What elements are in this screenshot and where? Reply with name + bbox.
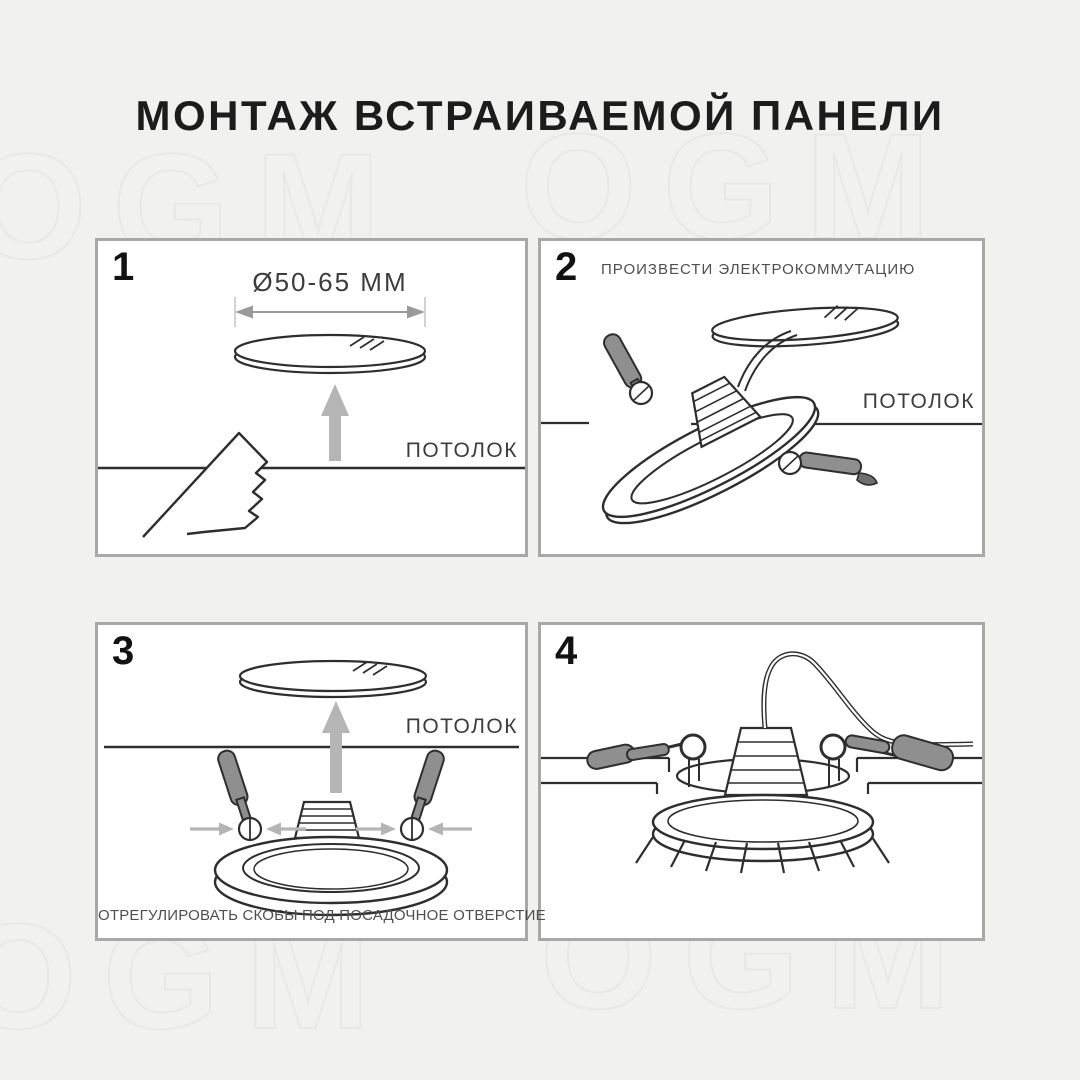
ceiling-hole-disc [711,305,900,348]
ceiling-label: ПОТОЛОК [863,390,975,413]
dimension-indicator: Ø50-65 ММ [234,267,426,327]
up-arrow-icon [322,701,350,793]
spring-clip-left [217,749,263,842]
panel-disc [238,659,428,699]
step-caption: ОТРЕГУЛИРОВАТЬ СКОБЫ ПОД ПОСАДОЧНОЕ ОТВЕ… [98,907,546,924]
step-caption: ПРОИЗВЕСТИ ЭЛЕКТРОКОММУТАЦИЮ [601,261,916,278]
step-panel-4: 4 [538,622,985,941]
step-number: 2 [555,245,578,289]
saw-blade-icon [142,431,269,538]
wires [737,330,798,392]
driver-box [690,375,763,449]
step-panel-3: 3 ОТРЕГУЛИРОВАТЬ СКОБЫ ПОД ПОСАДОЧНОЕ ОТ… [95,622,546,941]
panel-disc [233,333,427,375]
ceiling-label: ПОТОЛОК [406,439,518,462]
step1-illustration-cut-hole: Ø50-65 ММ ПОТОЛОК [98,267,525,538]
dimension-label: Ø50-65 ММ [252,267,407,297]
page-title: МОНТАЖ ВСТРАИВАЕМОЙ ПАНЕЛИ [135,92,945,139]
glass-hatch-marks [352,661,388,676]
step-panel-2: 2 ПРОИЗВЕСТИ ЭЛЕКТРОКОММУТАЦИЮ ПОТОЛОК [538,238,985,557]
wire [761,651,974,748]
ceiling-label: ПОТОЛОК [406,715,518,738]
step-number: 1 [112,245,135,289]
step-number: 3 [112,629,135,673]
light-rays [635,836,890,874]
led-panel-tilted [601,395,820,525]
driver-box [723,726,809,797]
step-number: 4 [555,629,578,673]
panel-bezel [651,793,875,863]
led-panel-body [213,835,449,917]
up-arrow-icon [321,384,349,461]
step4-illustration-installed [541,651,982,874]
spring-clip-right [777,450,878,486]
adjust-arrows [190,822,472,836]
step3-illustration-adjust-springs: ПОТОЛОК [104,659,519,917]
spring-clip-left [603,333,654,406]
spring-clip-right [399,749,445,842]
driver-box [293,800,361,840]
spring-paddles [586,734,955,772]
glass-hatch-marks [349,336,385,351]
step2-illustration-wiring: ПОТОЛОК [541,305,982,525]
step-panel-1: 1 Ø50-65 ММ [95,238,528,557]
